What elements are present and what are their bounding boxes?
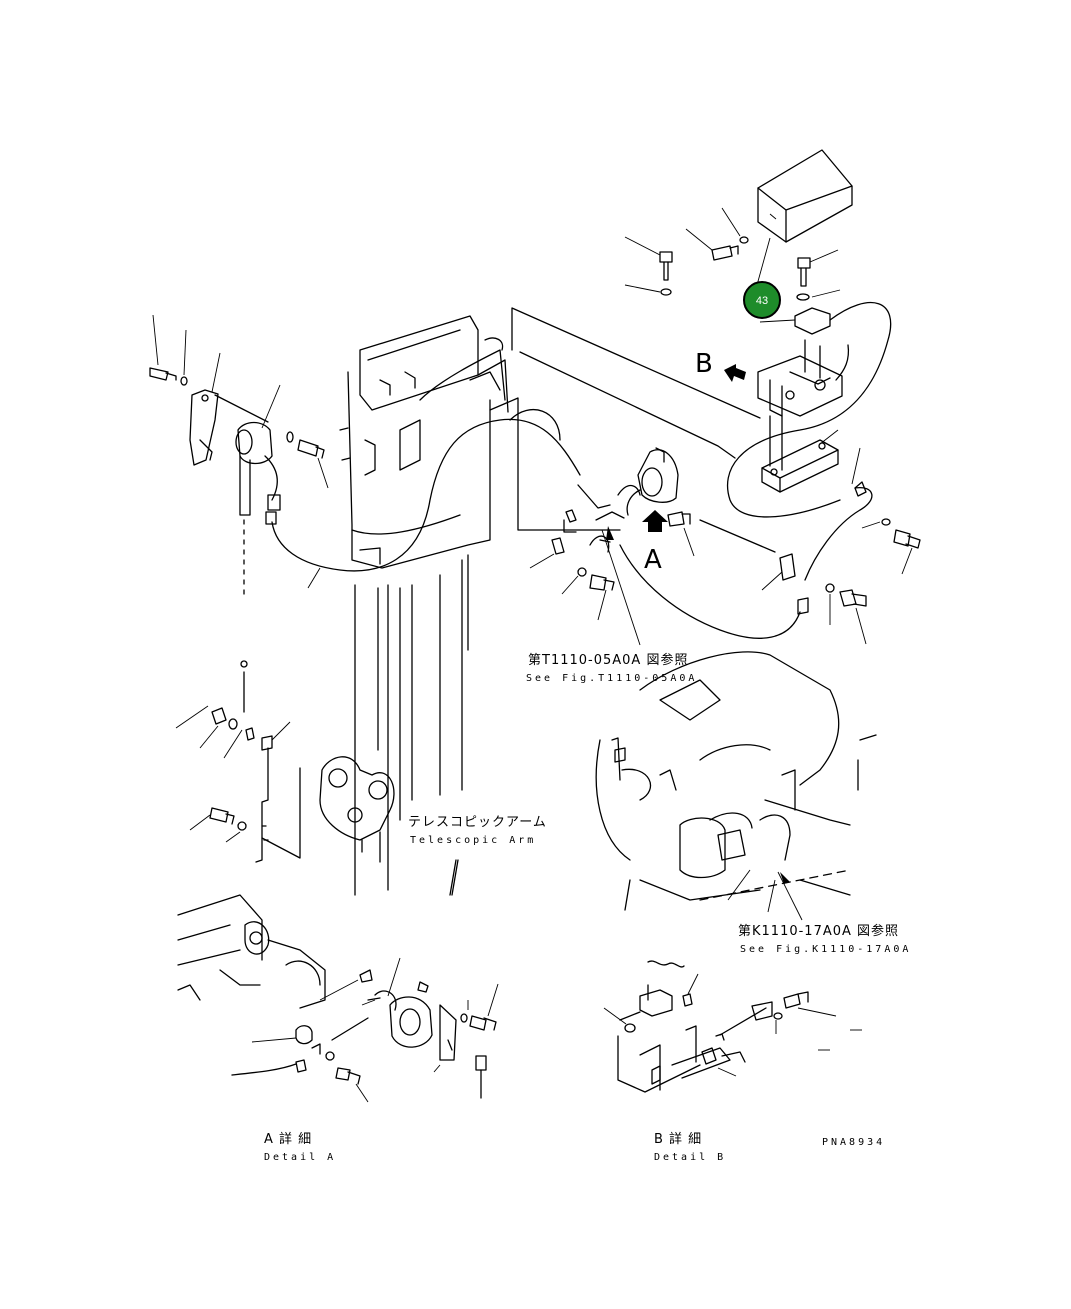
relay-part <box>761 429 839 493</box>
bolt-group-top <box>624 207 841 301</box>
engine-block <box>595 651 877 921</box>
view-a-letter: A <box>644 545 662 575</box>
detail-a-title-en: Detail A <box>264 1152 336 1163</box>
left-clamp-parts <box>175 705 301 863</box>
ref-arm-jp: 第T1110-05A0A 図参照 <box>528 652 688 668</box>
detail-b-drawing <box>603 960 862 1093</box>
detail-b-title-jp: B 詳 細 <box>654 1131 702 1147</box>
view-a-arrow-icon <box>642 510 668 532</box>
drawing-code: PNA8934 <box>822 1137 885 1148</box>
view-b-arrow-icon <box>724 364 746 382</box>
switch-cable <box>726 301 892 518</box>
ref-engine-jp: 第K1110-17A0A 図参照 <box>738 923 899 939</box>
bolt-group-right <box>825 518 921 645</box>
detail-b-title-en: Detail B <box>654 1152 726 1163</box>
detail-a-title-jp: A 詳 細 <box>264 1131 312 1147</box>
arm-label-jp: テレスコピックアーム <box>408 815 547 830</box>
sensor-a-assembly <box>529 447 695 646</box>
view-b-letter: B <box>695 349 713 379</box>
arm-label-en: Telescopic Arm <box>410 835 536 846</box>
item-marker[interactable]: 43 <box>743 237 781 319</box>
switch-bracket-b <box>757 307 843 471</box>
ref-engine-en: See Fig.K1110-17A0A <box>740 944 911 955</box>
ref-arm-en: See Fig.T1110-05A0A <box>526 673 697 684</box>
telescopic-arm <box>319 315 561 896</box>
detail-a-drawing <box>177 894 499 1103</box>
item-marker-number: 43 <box>756 295 768 307</box>
cover-part <box>757 149 853 243</box>
left-switch-assembly <box>149 314 581 713</box>
